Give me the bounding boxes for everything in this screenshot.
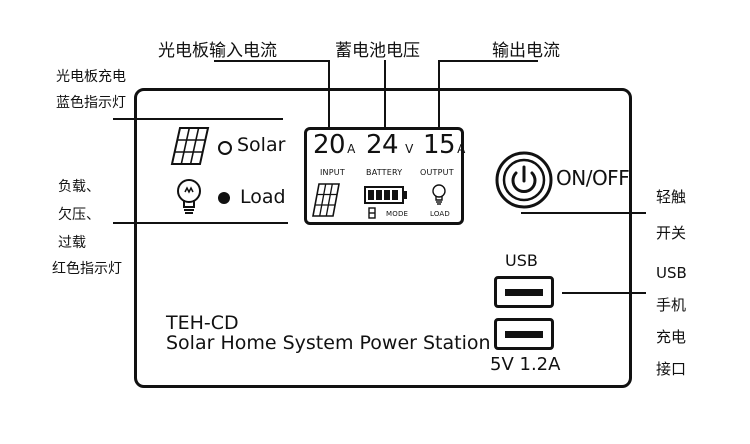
usb-port-2[interactable]	[494, 318, 554, 350]
leader-line-solar-input-h	[214, 60, 329, 62]
lcd-input-value: 20	[313, 130, 346, 160]
lcd-load-caption: LOAD	[430, 210, 451, 218]
lcd-solar-panel-icon	[312, 183, 340, 217]
power-icon	[511, 165, 537, 193]
callout-usb-line4: 接口	[656, 360, 687, 378]
callout-fault-led-line1: 负载、	[58, 179, 100, 195]
callout-usb-line2: 手机	[656, 296, 687, 314]
callout-touch-switch-line2: 开关	[656, 224, 687, 242]
leader-line-touch-switch	[521, 212, 646, 214]
callout-fault-led-line3: 过载	[58, 235, 86, 251]
leader-line-output-h	[438, 60, 538, 62]
lcd-output-caption: OUTPUT	[420, 168, 454, 177]
battery-level-icon	[364, 186, 407, 204]
leader-line-solar-input-v	[328, 60, 330, 130]
lcd-battery-readout: 24 V	[366, 130, 413, 160]
lcd-battery-value: 24	[366, 130, 399, 160]
lightbulb-icon	[177, 179, 201, 214]
leader-line-usb	[562, 292, 646, 294]
lcd-lightbulb-icon	[432, 184, 446, 205]
lcd-mode-caption: MODE	[386, 210, 409, 218]
callout-touch-switch-line1: 轻触	[656, 188, 687, 206]
power-button-label: ON/OFF	[556, 166, 630, 190]
model-name: TEH-CD	[166, 312, 239, 334]
solar-panel-icon	[170, 127, 210, 165]
usb-label: USB	[505, 251, 538, 270]
lcd-input-caption: INPUT	[320, 168, 345, 177]
load-led-indicator	[218, 192, 230, 204]
leader-line-fault-led	[113, 222, 288, 224]
lcd-input-unit: A	[347, 142, 355, 156]
power-button[interactable]	[494, 150, 554, 210]
device-panel	[134, 88, 632, 388]
solar-led-indicator	[218, 141, 232, 155]
product-name: Solar Home System Power Station	[166, 332, 491, 354]
callout-solar-input-current: 光电板输入电流	[158, 41, 277, 61]
lcd-battery-unit: V	[405, 142, 413, 156]
callout-fault-led-line2: 欠压、	[58, 207, 100, 223]
solar-label: Solar	[237, 134, 286, 156]
leader-line-solar-led	[113, 118, 283, 120]
mode-digit-icon	[368, 207, 376, 219]
lcd-battery-caption: BATTERY	[366, 168, 403, 177]
leader-line-battery-v	[384, 60, 386, 130]
usb-port-1[interactable]	[494, 276, 554, 308]
load-label: Load	[240, 186, 286, 208]
callout-solar-charge-led-line2: 蓝色指示灯	[56, 95, 126, 111]
callout-usb-line1: USB	[656, 264, 687, 282]
callout-fault-led-line4: 红色指示灯	[52, 261, 122, 277]
lcd-display	[304, 127, 464, 225]
usb-port-1-slot	[505, 289, 543, 296]
usb-port-2-slot	[505, 331, 543, 338]
callout-usb-line3: 充电	[656, 328, 687, 346]
callout-battery-voltage: 蓄电池电压	[335, 41, 420, 61]
callout-solar-charge-led-line1: 光电板充电	[56, 69, 126, 85]
callout-output-current: 输出电流	[492, 41, 560, 61]
leader-line-output-v	[438, 60, 440, 130]
lcd-output-value: 15	[423, 130, 456, 160]
lcd-output-unit: A	[457, 142, 465, 156]
usb-rating: 5V 1.2A	[490, 354, 561, 375]
